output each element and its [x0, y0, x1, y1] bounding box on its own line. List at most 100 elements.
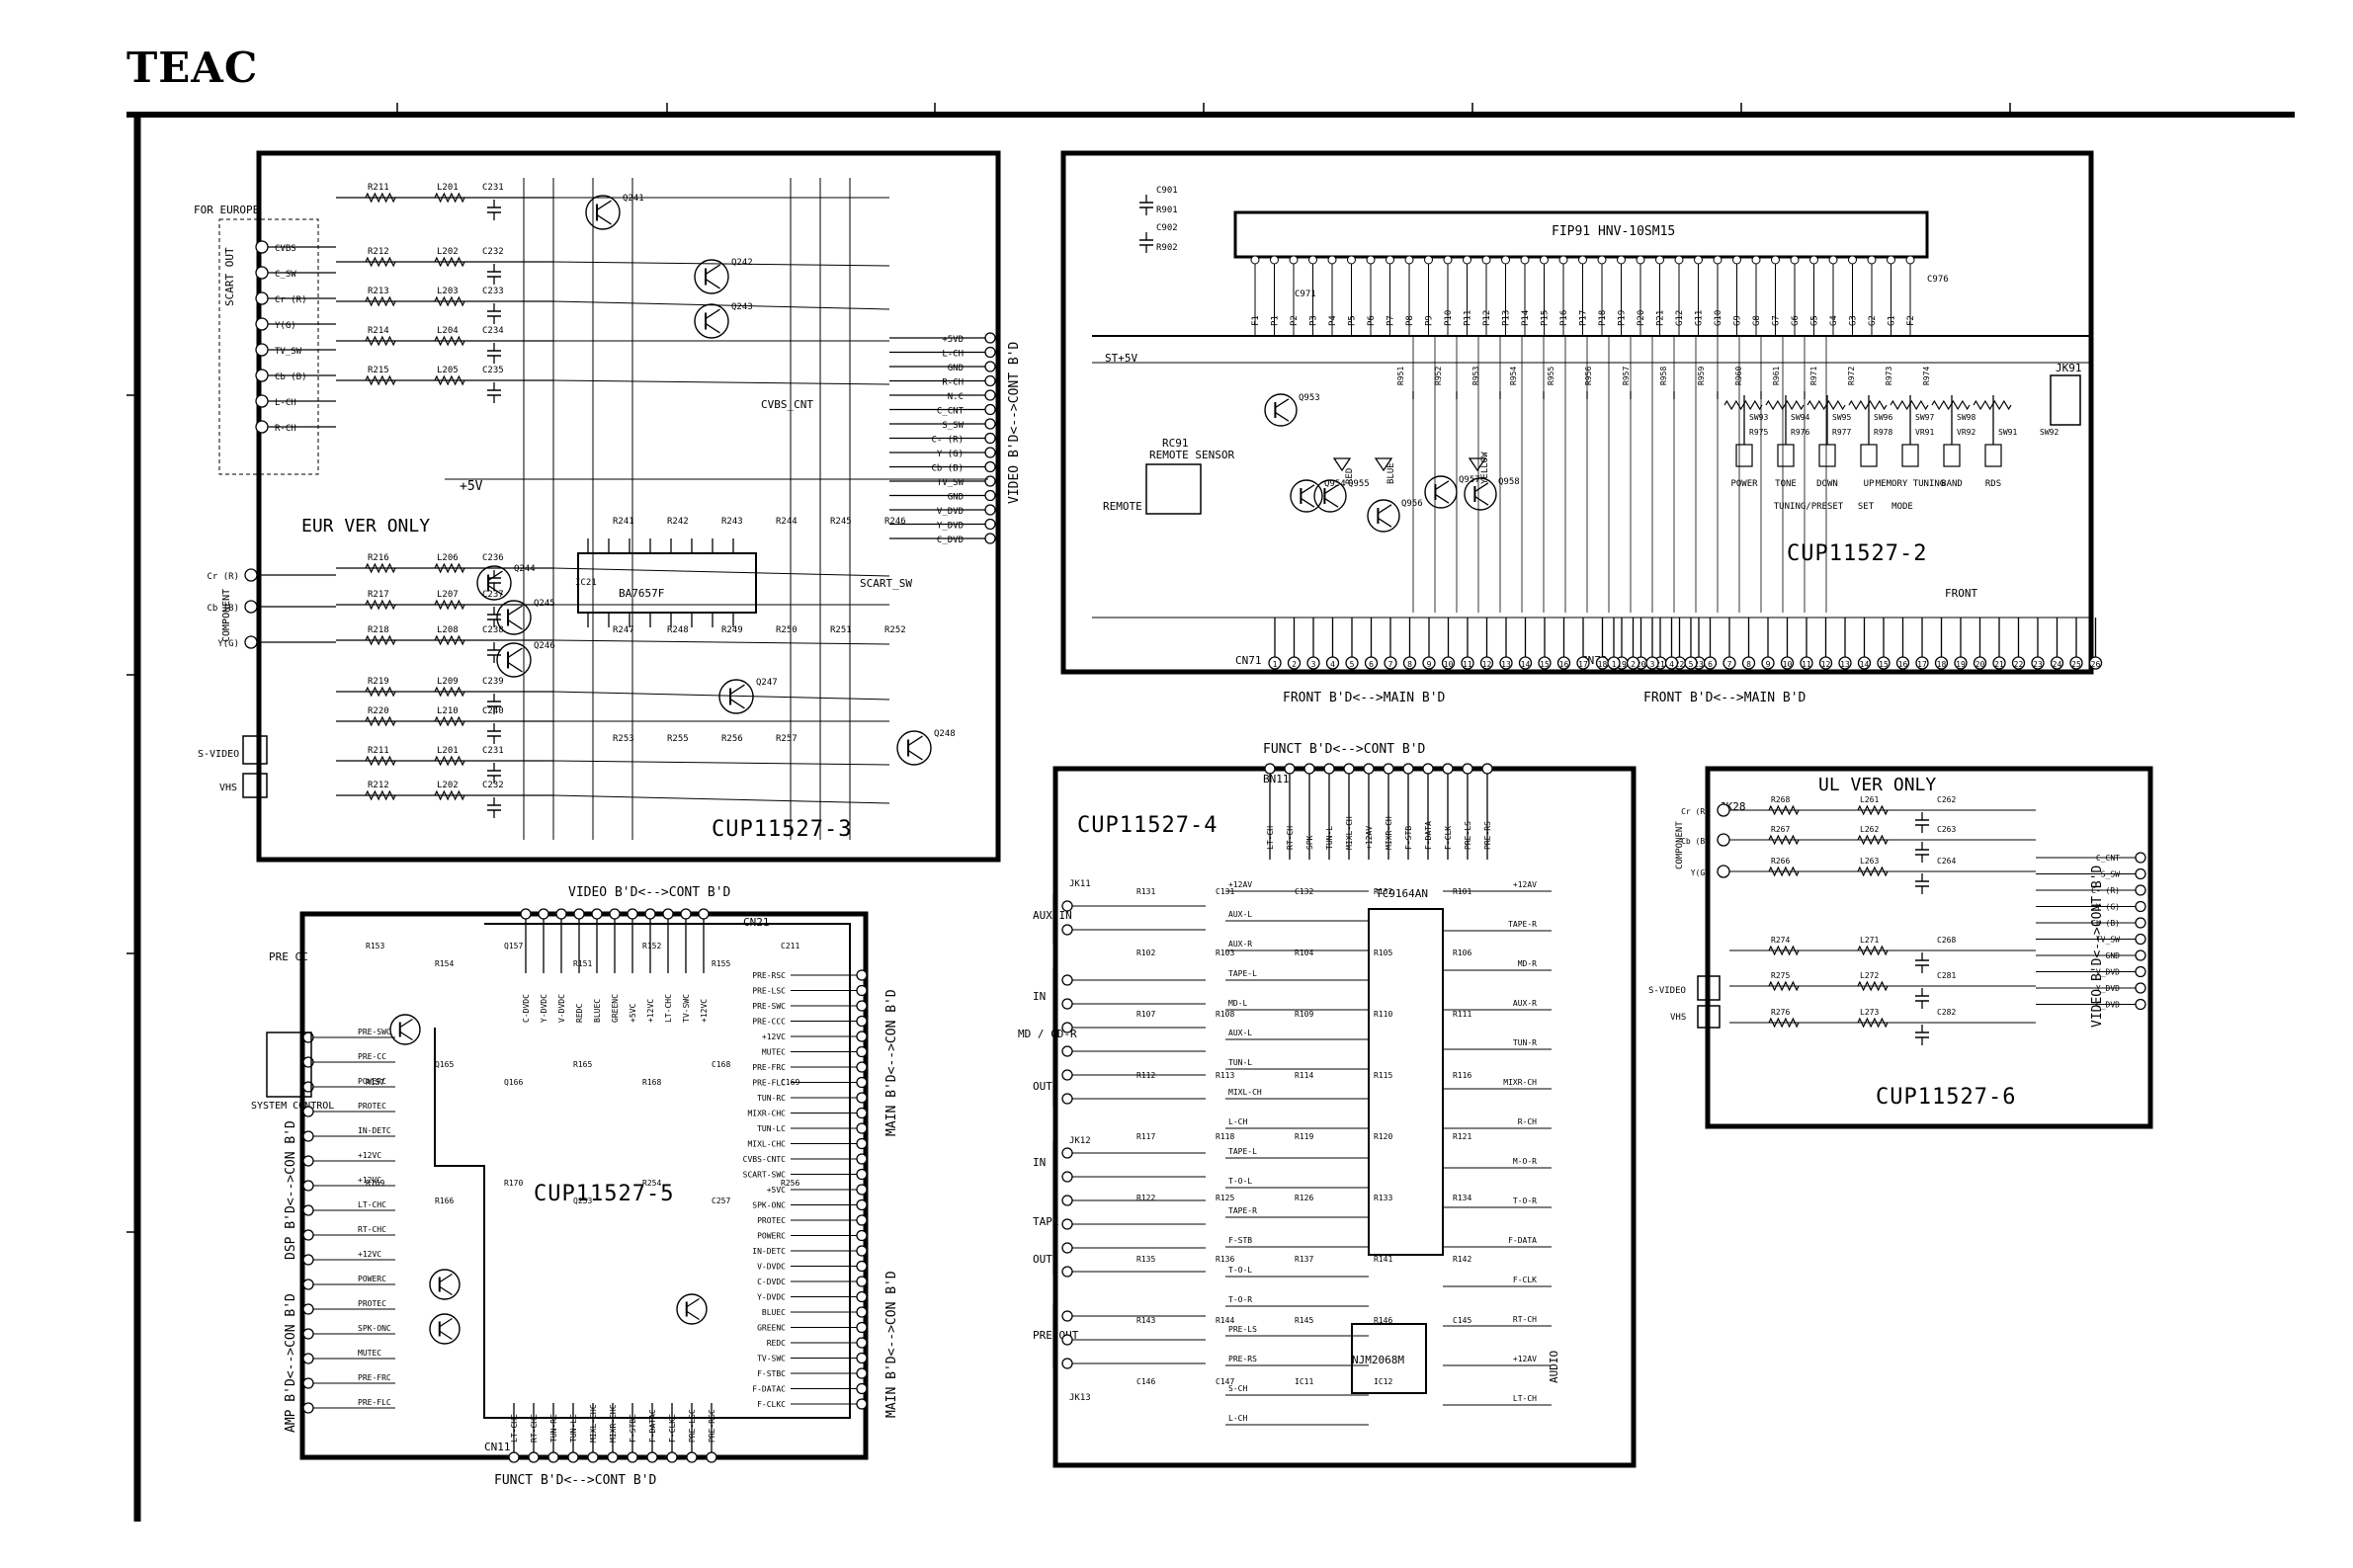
transistor [1424, 475, 1458, 509]
filter-inductor [434, 256, 465, 268]
ladder-resistor [1765, 399, 1805, 411]
net-label: R-CH [1518, 1117, 1537, 1126]
connector-pin-number: 25 [2071, 660, 2081, 669]
part-ref: L201 [437, 183, 459, 193]
transistor [496, 642, 532, 678]
connector-label-b2-left: FRONT B'D<-->MAIN B'D [1283, 691, 1446, 705]
net-label: M-O-R [1513, 1157, 1537, 1166]
jack-label: JK12 [1069, 1136, 1091, 1146]
pin-label: RT-CHC [530, 1414, 539, 1443]
fip-pin-label: P13 [1502, 310, 1512, 326]
wire [552, 691, 890, 701]
button-label: RDS [1985, 479, 2001, 489]
part-ref: R153 [366, 942, 384, 950]
net-label: TAPE-L [1228, 1147, 1257, 1156]
part-ref: R152 [642, 942, 661, 950]
part-ref: C147 [1216, 1377, 1234, 1386]
part-ref: L273 [1860, 1008, 1879, 1017]
wire [507, 647, 523, 658]
input-jack-label: Cb (B) [1681, 837, 1710, 846]
board-b2: CUP11527-2 FIP91 HNV-10SM15 ST+5V REMOTE… [1092, 186, 2103, 705]
connector-pin [508, 1451, 520, 1463]
supply-label-b3: +5V [460, 479, 483, 494]
wire [507, 619, 523, 630]
fip-pin [1347, 255, 1356, 265]
connector-pin [856, 1015, 868, 1028]
part-ref: R170 [504, 1179, 523, 1188]
part-ref: L206 [437, 553, 459, 563]
button-label: TONE [1775, 479, 1797, 489]
filter-resistor [1768, 804, 1800, 816]
part-ref: R267 [1771, 825, 1790, 834]
connector-pin [856, 1061, 868, 1073]
part-ref: R978 [1874, 428, 1892, 437]
connector-pin [984, 504, 996, 516]
wire [686, 1297, 700, 1308]
board-b4: CUP11527-4 FUNCT B'D<-->CONT B'D BN11 TC… [1018, 742, 1560, 1426]
connector-pin [984, 533, 996, 544]
scart-pin-label: L-CH [275, 398, 296, 408]
part-ref: C901 [1156, 186, 1178, 196]
ic-block-b3 [577, 538, 757, 627]
wire [1275, 398, 1290, 409]
connector-pin-number: 17 [1917, 660, 1927, 669]
pin-label: MIXL-CHC [589, 1404, 598, 1443]
left-side-label: IN [1033, 990, 1046, 1003]
input-jack-label: Cr (R) [1681, 807, 1710, 816]
part-ref: L207 [437, 590, 459, 600]
wire [1275, 411, 1290, 422]
connector-pin [856, 1229, 868, 1242]
pin-label: F-CLKC [668, 1414, 677, 1443]
part-ref: C169 [781, 1078, 799, 1087]
cn-bottom-b5: CN11 [484, 1441, 511, 1453]
right-header-bottom-b5: MAIN B'D<-->CON B'D [884, 1271, 899, 1418]
connector-pin-label: C- (R) [931, 436, 964, 446]
vhs-label-b6: VHS [1670, 1013, 1686, 1023]
part-ref: R132 [1374, 887, 1392, 896]
header-pin-label: F-DATA [1424, 821, 1433, 850]
switch-symbol [1984, 444, 2002, 467]
connector-pin-number: 19 [1956, 660, 1966, 669]
connector-pin [856, 1337, 868, 1349]
connector-pin [856, 1260, 868, 1273]
headphone-jack [2050, 374, 2081, 426]
header-pin-label: MIXL-CH [1345, 816, 1354, 850]
pin-label: F-DATAC [752, 1385, 786, 1394]
right-header-top-b5: MAIN B'D<-->CON B'D [884, 989, 899, 1136]
part-ref: R216 [368, 553, 389, 563]
connector-pin-number: 6 [1369, 660, 1374, 669]
part-ref: R212 [368, 247, 389, 257]
part-ref: C236 [482, 553, 504, 563]
fip-pin-label: P11 [1464, 310, 1473, 326]
pin-label: MIXR-CHC [609, 1404, 618, 1443]
connector-pin [984, 332, 996, 344]
fip-pin [1636, 255, 1645, 265]
header-pin-label: LT-CH [1266, 826, 1275, 850]
pin-label: MIXL-CHC [747, 1140, 786, 1149]
jack-pin [1061, 1022, 1073, 1033]
sensor-label: REMOTE SENSOR [1149, 449, 1234, 461]
connector-pin [587, 1451, 599, 1463]
pin-label: IN-DETC [752, 1247, 786, 1256]
connector-pin [627, 1451, 638, 1463]
connector-pin-label: L-CH [942, 350, 964, 360]
connector-pin [856, 1321, 868, 1334]
connector-pin [856, 1276, 868, 1287]
pin-label: MIXR-CHC [747, 1110, 786, 1118]
filter-capacitor [1915, 1025, 1929, 1045]
connector-pin [984, 447, 996, 458]
part-ref: R155 [712, 959, 730, 968]
connector-pin-number: 1 [1612, 660, 1617, 669]
board-outline-b3 [256, 150, 1001, 863]
pin-label: PRE-SWC [752, 1002, 786, 1011]
part-ref: R956 [1584, 367, 1593, 385]
net-cvbs-cnt: CVBS_CNT [761, 398, 813, 411]
part-ref: R154 [435, 959, 454, 968]
filter-capacitor [487, 797, 501, 818]
fip-pin-label: G10 [1714, 310, 1723, 326]
right-pins-b5: PRE-RSCPRE-LSCPRE-SWCPRE-CCC+12VCMUTECPR… [743, 969, 868, 1410]
